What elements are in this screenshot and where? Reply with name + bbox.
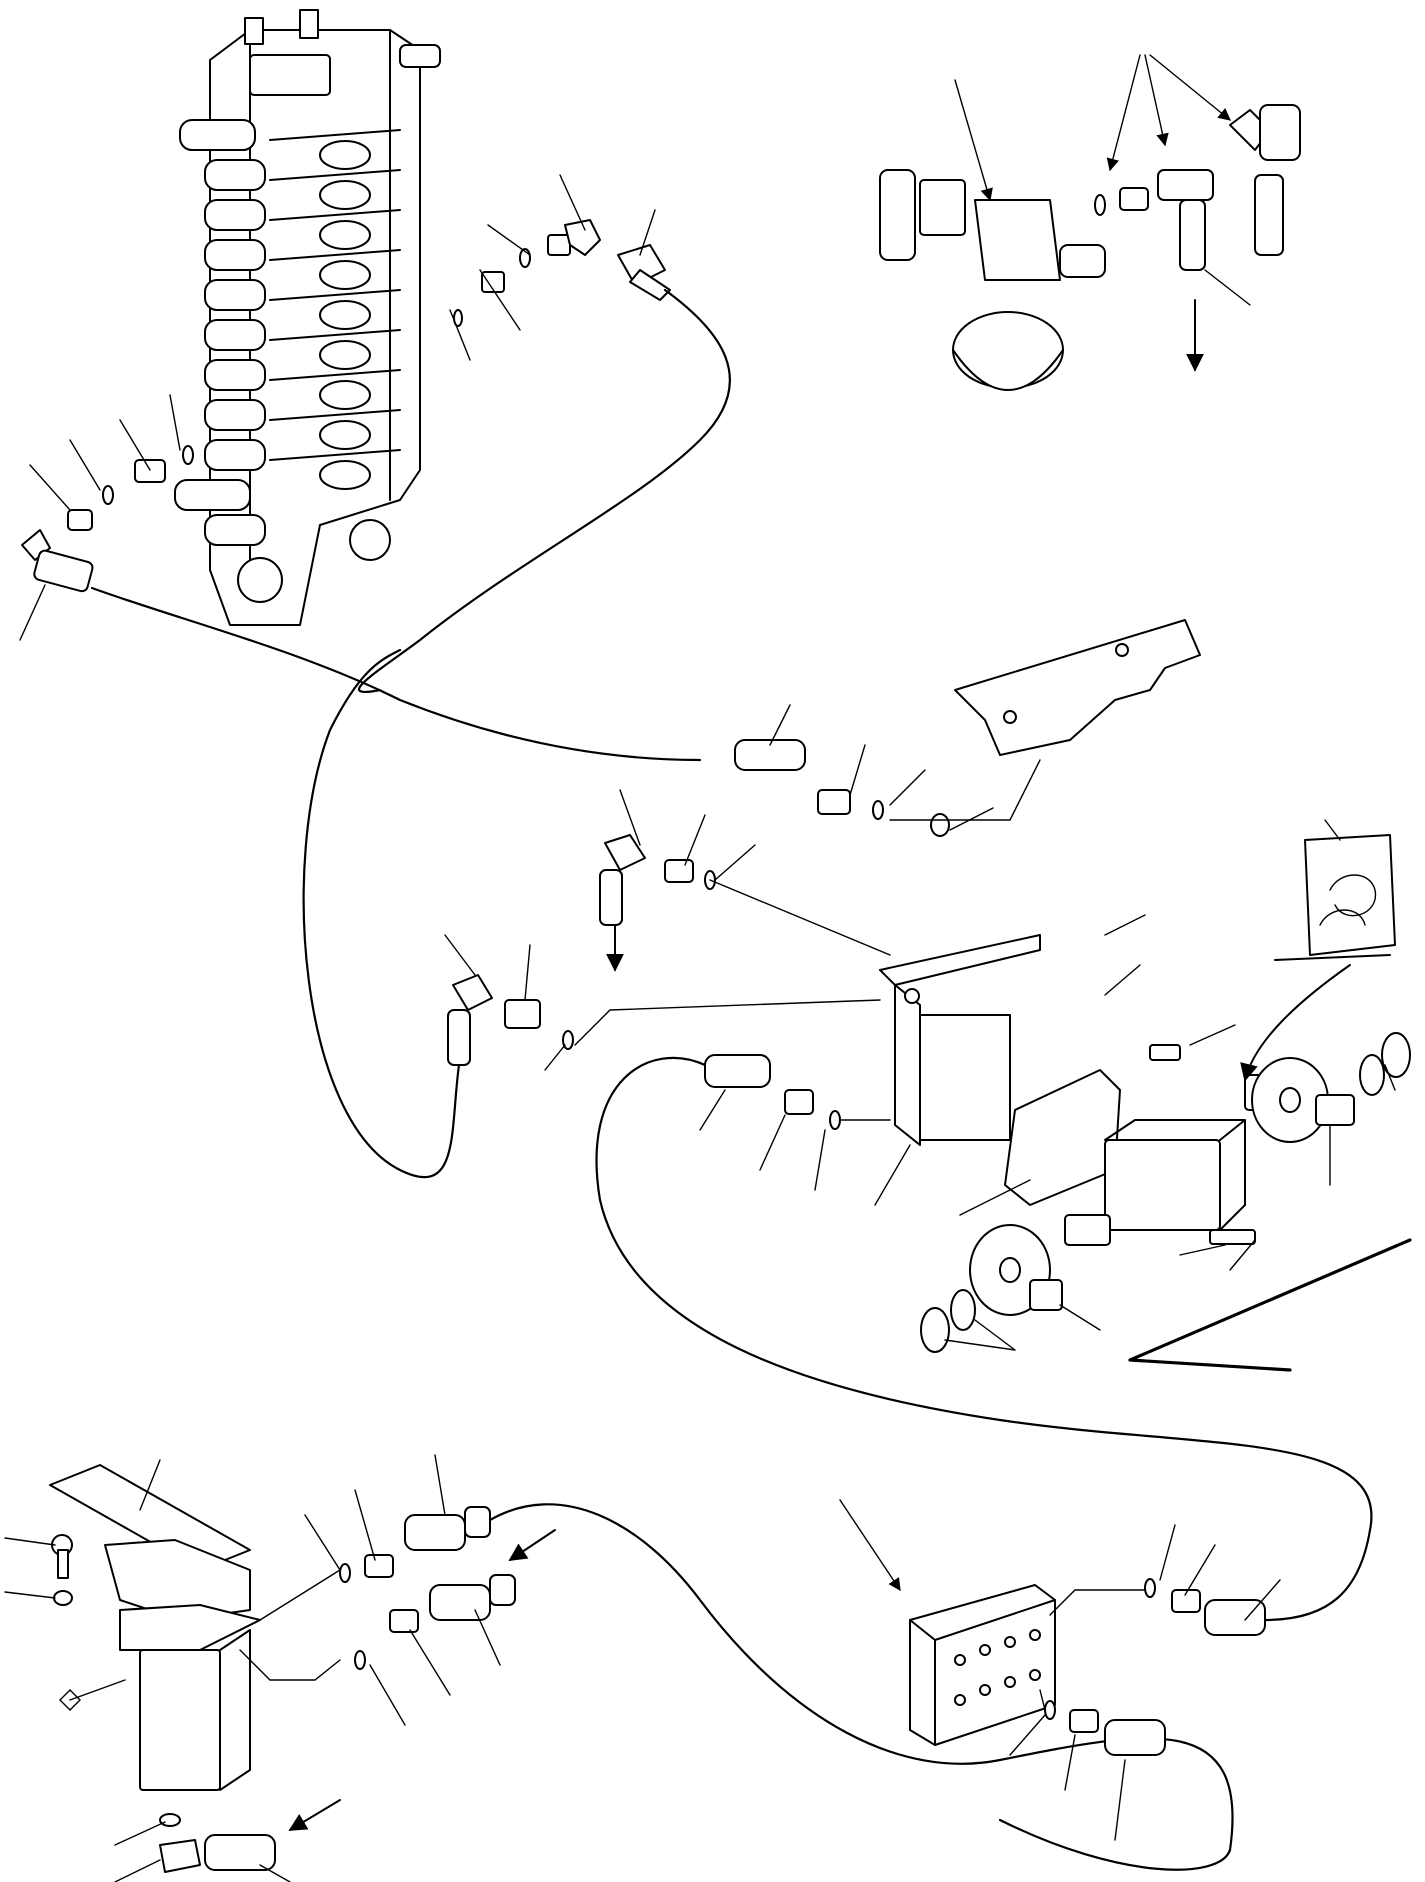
valve-top-fittings: [357, 219, 731, 694]
distribution-block: [909, 1578, 1266, 1756]
accumulator-assembly: [879, 104, 1301, 391]
solenoid-valve-assembly: [920, 1032, 1412, 1372]
control-valve-stack: [174, 9, 441, 626]
valve-left-fittings: [21, 445, 702, 762]
pedal-fittings: [239, 1503, 1234, 1871]
mounting-bracket: [879, 619, 1201, 1146]
instruction-sheet: [1240, 834, 1396, 1082]
leader-lines: [4, 54, 1396, 1882]
middle-hoses: [302, 648, 1373, 1622]
foot-pedal-valve: [49, 1464, 341, 1873]
